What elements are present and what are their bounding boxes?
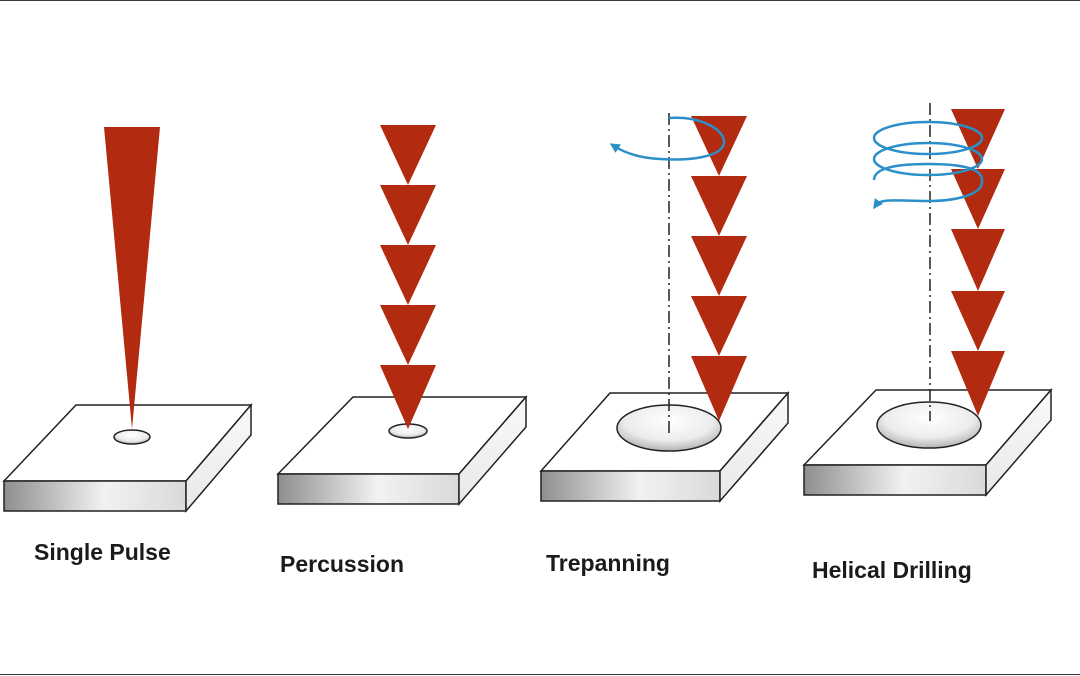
label-helical-drilling: Helical Drilling (812, 557, 972, 583)
label-trepanning: Trepanning (546, 550, 670, 576)
laser-pulse (380, 305, 436, 365)
plate-side-face (985, 387, 1052, 498)
laser-pulse (380, 125, 436, 185)
helix-coil (872, 120, 984, 156)
plate-side-face (458, 394, 527, 507)
laser-pulse (951, 291, 1005, 351)
laser-pulse (691, 116, 747, 176)
laser-pulse-stack (380, 125, 436, 429)
laser-pulse (380, 365, 436, 429)
laser-pulse (380, 185, 436, 245)
helical-rotation-arrow-icon (872, 120, 984, 210)
laser-pulse (951, 351, 1005, 416)
label-percussion: Percussion (280, 551, 404, 577)
plate-front-face (803, 464, 987, 496)
helix-arrow-tail (873, 179, 984, 210)
plate-front-face (277, 473, 460, 505)
percussion-panel (276, 125, 528, 507)
plate-front-face (3, 480, 187, 512)
trepanning-panel (539, 113, 790, 504)
single-pulse-panel (2, 127, 253, 514)
label-single-pulse: Single Pulse (34, 539, 171, 565)
workpiece-plate (802, 387, 1053, 498)
laser-pulse (951, 109, 1005, 169)
rotation-arrow-icon (609, 116, 726, 161)
laser-pulse (691, 296, 747, 356)
laser-pulse-stack (691, 116, 747, 421)
laser-pulse (691, 236, 747, 296)
plate-front-face (540, 470, 721, 502)
plate-side-face (719, 390, 789, 504)
laser-pulse (380, 245, 436, 305)
drilled-hole (876, 401, 982, 449)
laser-pulse (951, 229, 1005, 291)
plate-side-face (185, 402, 252, 514)
laser-beam (104, 127, 160, 429)
helical-drilling-panel (802, 103, 1053, 498)
laser-pulse (691, 176, 747, 236)
workpiece-plate (2, 402, 253, 514)
helix-coil (872, 162, 984, 181)
laser-pulse (691, 356, 747, 421)
drilled-hole (113, 429, 151, 445)
helix-coil (872, 141, 984, 177)
laser-pulse-stack (951, 109, 1005, 416)
laser-pulse (951, 169, 1005, 229)
